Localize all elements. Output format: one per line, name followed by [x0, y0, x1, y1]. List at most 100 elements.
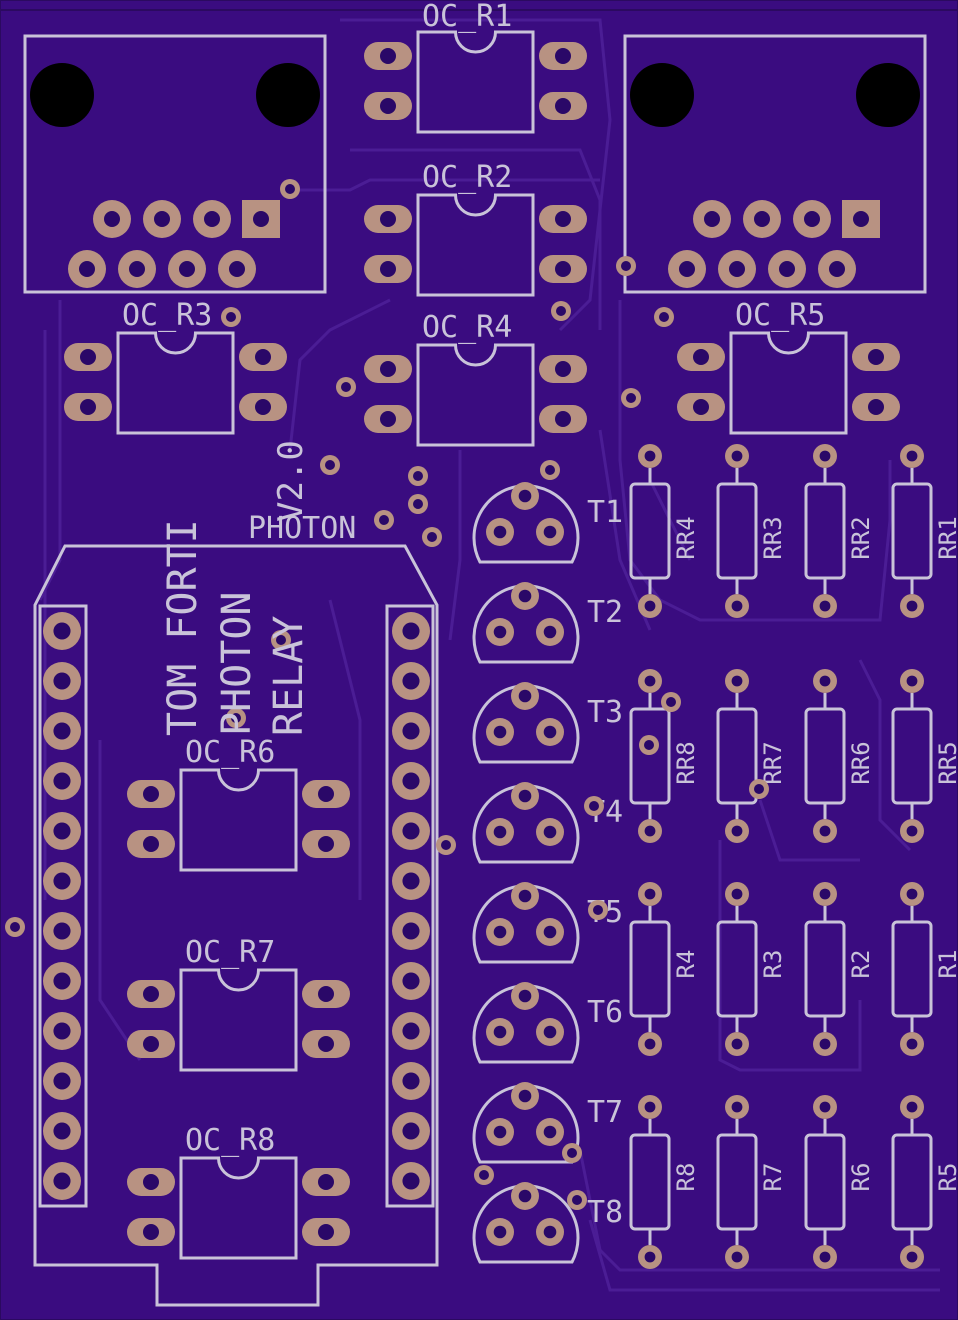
- header-pin-right: [392, 662, 430, 700]
- oc-r1-label: OC_R1: [422, 0, 512, 34]
- transistor-pad: [511, 1082, 539, 1110]
- transistor-pad: [486, 718, 514, 746]
- header-pin-left: [43, 912, 81, 950]
- photon-module-outline: [33, 544, 439, 1307]
- t5-transistor: T5: [472, 882, 623, 964]
- via: [654, 307, 674, 327]
- oc-r2-label: OC_R2: [422, 160, 512, 195]
- r1-label: R1: [934, 950, 958, 979]
- t6-label: T6: [587, 995, 623, 1030]
- rr8-resistor: RR8: [629, 669, 700, 843]
- via: [540, 460, 560, 480]
- opto-pad: [127, 1168, 175, 1196]
- header-pin-left: [43, 762, 81, 800]
- r1-resistor: R1: [891, 882, 958, 1056]
- rr2-resistor: RR2: [804, 444, 875, 618]
- opto-pad: [677, 343, 725, 371]
- opto-pad: [364, 92, 412, 120]
- via: [436, 835, 456, 855]
- via: [639, 735, 659, 755]
- t6-transistor: T6: [472, 982, 623, 1064]
- resistor-pad: [638, 594, 662, 618]
- resistor-pad: [725, 444, 749, 468]
- rj-connector-left: [23, 34, 327, 294]
- via: [584, 796, 604, 816]
- header-pin-left: [43, 1012, 81, 1050]
- header-pin-left: [43, 962, 81, 1000]
- oc-r3-optocoupler: OC_R3: [64, 298, 287, 435]
- rr5-resistor: RR5: [891, 669, 958, 843]
- r6-resistor: R6: [804, 1095, 875, 1269]
- oc-r6-label: OC_R6: [185, 735, 275, 770]
- oc-r8-label: OC_R8: [185, 1123, 275, 1158]
- oc-r4-optocoupler: OC_R4: [364, 310, 587, 447]
- rr6-label: RR6: [847, 741, 875, 784]
- r8-label: R8: [672, 1163, 700, 1192]
- resistor-pad: [813, 444, 837, 468]
- resistor-pad: [725, 819, 749, 843]
- r4-label: R4: [672, 950, 700, 979]
- transistor-pad: [536, 818, 564, 846]
- oc-r4-label: OC_R4: [422, 310, 512, 345]
- resistor-pad: [900, 882, 924, 906]
- resistor-pad: [813, 819, 837, 843]
- oc-r7-label: OC_R7: [185, 935, 275, 970]
- resistor-pad: [813, 882, 837, 906]
- opto-pad: [852, 343, 900, 371]
- via: [374, 510, 394, 530]
- opto-pad: [127, 780, 175, 808]
- opto-pad: [239, 393, 287, 421]
- via: [280, 179, 300, 199]
- via: [562, 1143, 582, 1163]
- header-pin-right: [392, 912, 430, 950]
- t7-label: T7: [587, 1095, 623, 1130]
- opto-pad: [239, 343, 287, 371]
- rr3-label: RR3: [759, 516, 787, 559]
- photon-label: PHOTON: [248, 511, 356, 546]
- opto-pad: [539, 255, 587, 283]
- transistor-pad: [486, 1118, 514, 1146]
- resistor-pad: [813, 669, 837, 693]
- transistor-pad: [511, 582, 539, 610]
- transistor-pad: [536, 518, 564, 546]
- resistor-pad: [900, 669, 924, 693]
- r4-resistor: R4: [629, 882, 700, 1056]
- r3-resistor: R3: [716, 882, 787, 1056]
- resistor-pad: [813, 1032, 837, 1056]
- header-pin-left: [43, 862, 81, 900]
- transistor-pad: [511, 682, 539, 710]
- via: [616, 256, 636, 276]
- rr8-label: RR8: [672, 741, 700, 784]
- t2-label: T2: [587, 595, 623, 630]
- photon-header-pins: [43, 612, 430, 1200]
- resistor-pad: [900, 594, 924, 618]
- transistor-pad: [486, 1018, 514, 1046]
- via: [408, 494, 428, 514]
- rr1-resistor: RR1: [891, 444, 958, 618]
- transistor-pad: [486, 1218, 514, 1246]
- author-name-label: TOM FORTI: [160, 519, 206, 736]
- resistor-pad: [813, 594, 837, 618]
- transistor-pad: [511, 782, 539, 810]
- rr7-resistor: RR7: [716, 669, 787, 843]
- header-pin-left: [43, 712, 81, 750]
- header-pin-right: [392, 962, 430, 1000]
- transistor-pad: [511, 982, 539, 1010]
- header-pin-right: [392, 612, 430, 650]
- resistor-pad: [900, 1032, 924, 1056]
- transistor-pad: [511, 482, 539, 510]
- opto-pad: [364, 42, 412, 70]
- transistor-pad: [536, 1018, 564, 1046]
- oc-r3-label: OC_R3: [122, 298, 212, 333]
- rr4-label: RR4: [672, 516, 700, 559]
- transistor-pad: [536, 1218, 564, 1246]
- t8-transistor: T8: [472, 1182, 623, 1264]
- transistor-group: T1T2T3T4T5T6T7T8: [472, 482, 623, 1264]
- header-pin-right: [392, 712, 430, 750]
- resistor-pad: [638, 1245, 662, 1269]
- opto-pad: [364, 255, 412, 283]
- via: [551, 301, 571, 321]
- version-label: V2.0: [271, 440, 311, 522]
- rr3-resistor: RR3: [716, 444, 787, 618]
